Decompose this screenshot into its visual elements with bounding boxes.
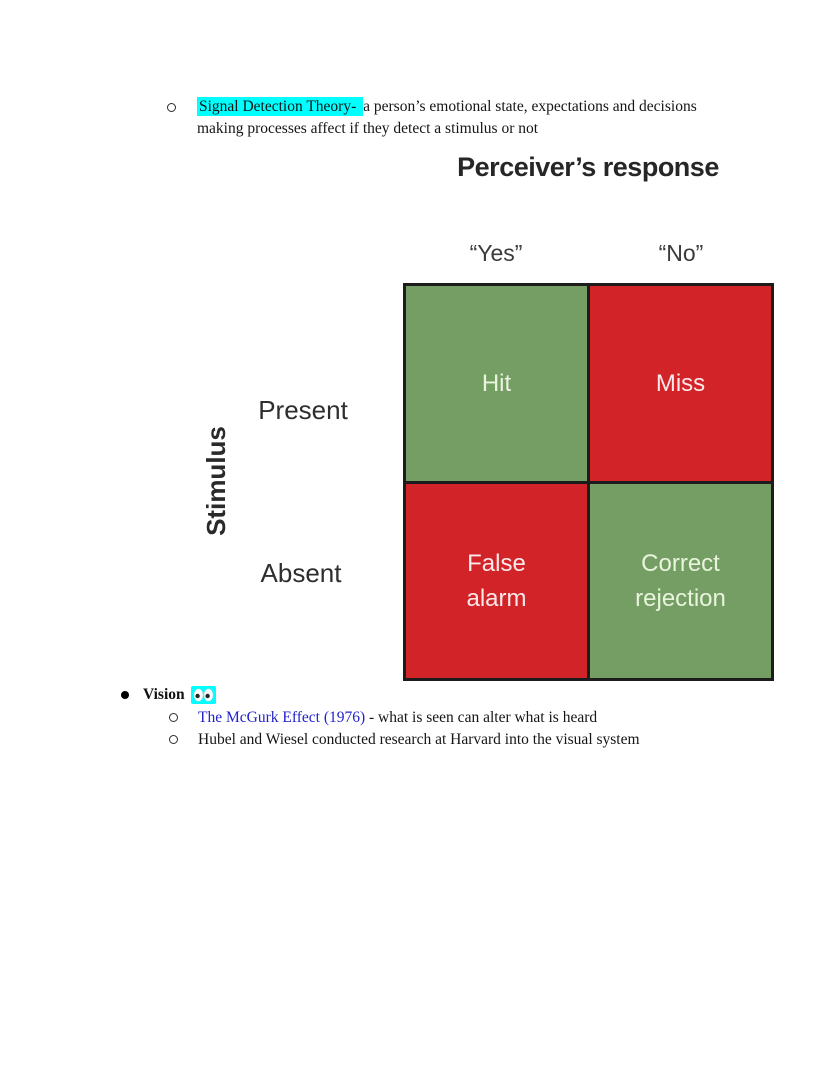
bullet-circle-marker <box>167 103 176 112</box>
row-label-present: Present <box>258 395 348 425</box>
signal-detection-matrix: Hit Miss False alarm Correct rejection <box>403 283 774 681</box>
matrix-cell-hit: Hit <box>406 286 587 481</box>
sdt-text-line2: making processes affect if they detect a… <box>197 120 539 137</box>
list-item-hubel-wiesel: Hubel and Wiesel conducted research at H… <box>169 731 640 748</box>
row-label-absent: Absent <box>260 558 342 588</box>
matrix-cell-false-alarm: False alarm <box>406 483 587 678</box>
mcgurk-text: The McGurk Effect (1976) - what is seen … <box>198 709 597 726</box>
eyes-emoji <box>190 686 216 704</box>
bullet-disc-marker <box>121 691 129 699</box>
matrix-cell-miss: Miss <box>590 286 771 481</box>
vision-heading-label: Vision <box>143 686 185 703</box>
sdt-highlighted-term: Signal Detection Theory- <box>197 97 364 116</box>
bullet-circle-marker <box>169 735 178 744</box>
list-item-mcgurk: The McGurk Effect (1976) - what is seen … <box>169 709 597 726</box>
hubel-wiesel-text: Hubel and Wiesel conducted research at H… <box>198 731 640 748</box>
column-label-no: “No” <box>658 240 704 266</box>
vision-heading: Vision <box>121 686 216 704</box>
matrix-cell-correct-rejection: Correct rejection <box>590 483 771 678</box>
figure-title: Perceiver’s response <box>457 152 719 182</box>
mcgurk-effect-link[interactable]: The McGurk Effect (1976) <box>198 709 366 726</box>
bullet-circle-marker <box>169 713 178 722</box>
column-label-yes: “Yes” <box>469 240 523 266</box>
sdt-bullet-text: Signal Detection Theory- a person’s emot… <box>197 96 757 140</box>
axis-label-stimulus: Stimulus <box>201 426 231 536</box>
sdt-text-line1: a person’s emotional state, expectations… <box>363 98 697 115</box>
mcgurk-text-rest: - what is seen can alter what is heard <box>365 709 598 726</box>
